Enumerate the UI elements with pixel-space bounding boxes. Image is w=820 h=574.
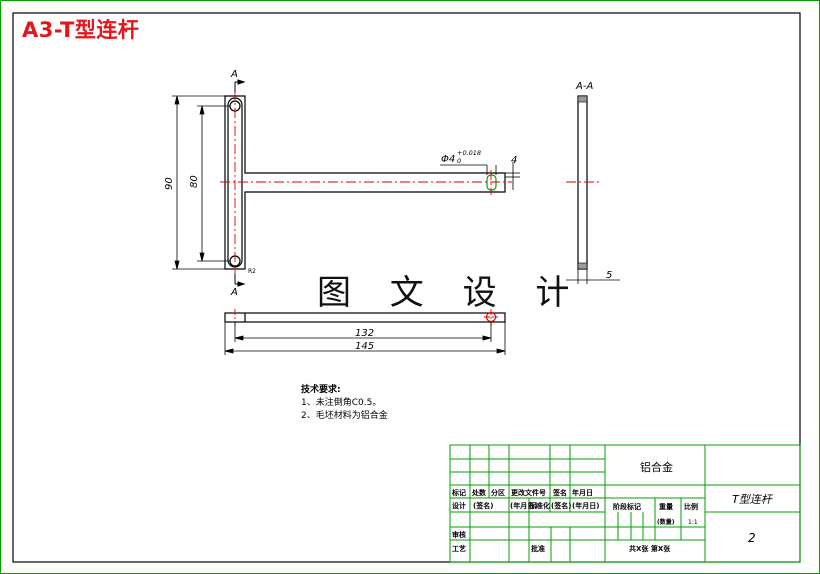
dim-90-label: 90 xyxy=(164,177,175,190)
dim-145-label: 145 xyxy=(355,341,374,352)
tb-rev-h3: 更改文件号 xyxy=(511,488,546,497)
dim-4-label: 4 xyxy=(511,155,517,166)
dim-hole-tol-lower: 0 xyxy=(457,157,461,165)
tb-scale-sub: (数量) xyxy=(657,518,675,526)
hole-leader xyxy=(440,162,520,190)
tb-design-row: 设计 (签名) (年月日) 标准化 (签名) (年月日) xyxy=(452,501,599,510)
tech-item-2: 2、毛坯材料为铝合金 xyxy=(301,411,388,421)
front-centerlines xyxy=(220,90,512,276)
tb-design-3: 标准化 xyxy=(528,501,550,510)
tb-rev-h5: 年月日 xyxy=(572,488,593,497)
tb-part-name: T型连杆 xyxy=(732,493,774,506)
tb-stage-mark: 阶段标记 xyxy=(613,502,641,511)
tech-requirements: 技术要求: 1、未注倒角C0.5。 2、毛坯材料为铝合金 xyxy=(301,384,388,423)
title-block-grid xyxy=(449,444,801,563)
tb-rev-h4: 签名 xyxy=(552,488,567,497)
tb-scale-label: 比例 xyxy=(684,502,698,511)
section-view xyxy=(566,95,620,284)
tech-item-1: 1、未注倒角C0.5。 xyxy=(301,398,382,408)
tb-design-4: (签名) xyxy=(551,501,571,510)
tb-rev-h2: 分区 xyxy=(491,488,505,497)
section-mark-bottom: A xyxy=(230,287,238,298)
inner-frame xyxy=(12,12,801,563)
section-arrow-bottom xyxy=(234,274,246,287)
tb-weight: 重量 xyxy=(659,502,673,511)
dim-132-145-lines xyxy=(224,322,506,355)
tb-design-0: 设计 xyxy=(452,501,466,510)
sheet-title: A3-T型连杆 xyxy=(22,18,140,42)
tb-rev-h0: 标记 xyxy=(451,488,466,497)
tb-rev-headers: 标记 处数 分区 更改文件号 签名 年月日 xyxy=(451,488,593,497)
tb-design-5: (年月日) xyxy=(572,501,599,510)
tb-scale-value: 1:1 xyxy=(688,519,698,526)
section-mark-top: A xyxy=(230,69,238,80)
dim-hole-tol-upper: +0.018 xyxy=(457,149,481,157)
dim-hole-label: Φ4 xyxy=(441,154,455,165)
tb-process: 工艺 xyxy=(452,544,466,553)
tb-approve: 批准 xyxy=(531,544,545,553)
front-view xyxy=(224,95,506,270)
tb-rev-h1: 处数 xyxy=(471,488,487,497)
dim-90-lines xyxy=(172,95,225,270)
dim-5-label: 5 xyxy=(606,270,612,281)
tb-review: 审核 xyxy=(452,530,466,539)
section-view-label: A-A xyxy=(575,81,593,92)
dim-r2-label: R2 xyxy=(248,268,256,275)
dim-132-label: 132 xyxy=(355,328,374,339)
section-arrow-top xyxy=(234,79,246,92)
tb-drawing-no: 2 xyxy=(748,531,756,545)
tb-design-2: (年月日) xyxy=(510,501,537,510)
tb-material: 铝合金 xyxy=(640,460,673,474)
watermark-text: 图 文 设 计 xyxy=(317,273,584,313)
tech-heading: 技术要求: xyxy=(301,385,341,395)
tb-design-1: (签名) xyxy=(473,501,493,510)
dim-80-label: 80 xyxy=(189,175,200,188)
tb-sheets: 共X张 第X张 xyxy=(629,544,671,553)
dim-80-lines xyxy=(197,105,230,262)
